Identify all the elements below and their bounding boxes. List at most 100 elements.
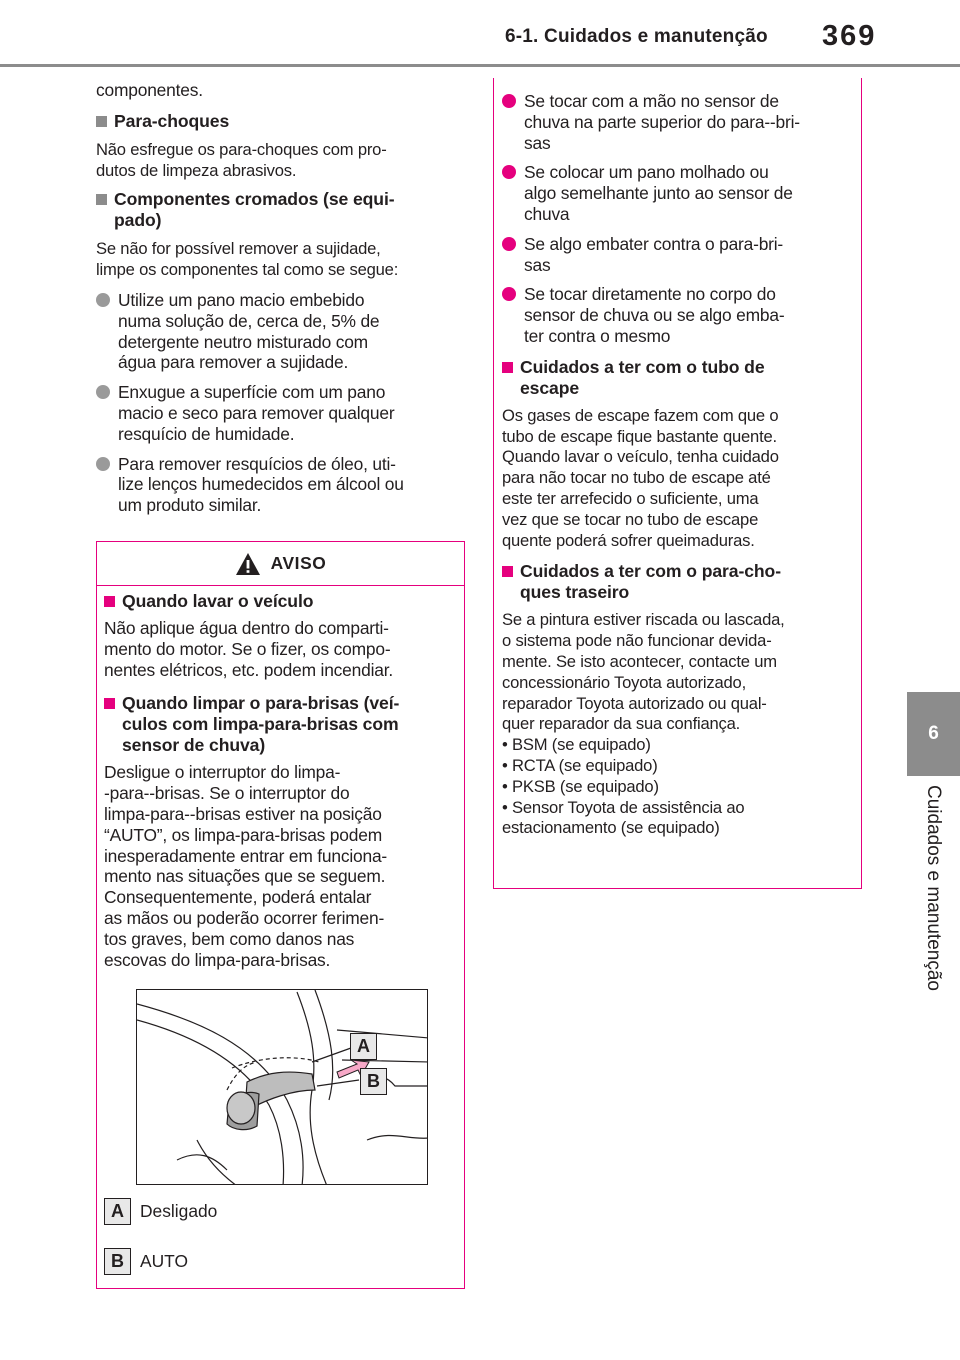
heading-line: Componentes cromados (se equi- — [114, 189, 395, 210]
text-line: “AUTO”, os limpa-para-brisas podem — [104, 824, 382, 845]
washing-heading: Quando lavar o veículo — [104, 591, 454, 612]
text-line: escovas do limpa-para-brisas. — [104, 949, 331, 970]
circle-bullet-icon — [502, 236, 516, 251]
wiper-switch-illustration: A B — [136, 989, 428, 1185]
chrome-heading: Componentes cromados (se equi- pado) — [96, 189, 468, 231]
text-line: tubo de escape fique bastante quente. — [502, 426, 777, 446]
text-line: Se tocar com a mão no sensor de — [524, 91, 779, 111]
square-bullet-icon — [104, 698, 115, 710]
text-line: resquício de humidade. — [118, 423, 295, 444]
intro-text: componentes. — [96, 80, 203, 100]
exhaust-text: Os gases de escape fazem com que o tubo … — [502, 406, 853, 552]
legend-key-a: A — [104, 1198, 131, 1225]
list-item-text: Se tocar diretamente no corpo do sensor … — [524, 284, 785, 346]
circle-bullet-icon — [502, 94, 516, 108]
text-line: chuva na parte superior do para--bri- — [524, 111, 800, 132]
list-item-text: Utilize um pano macio embebido numa solu… — [118, 289, 380, 373]
text-line: um produto similar. — [118, 495, 262, 516]
text-line: algo semelhante junto ao sensor de — [524, 183, 793, 204]
text-line: Não esfregue os para-choques com pro- — [96, 139, 387, 159]
circle-bullet-icon — [502, 165, 516, 180]
text-line: • BSM (se equipado) — [502, 735, 651, 755]
callout-a: A — [350, 1033, 377, 1060]
text-line: numa solução de, cerca de, 5% de — [118, 310, 380, 331]
bumpers-heading-text: Para-choques — [114, 110, 230, 131]
text-line: mente. Se isto acontecer, contacte um — [502, 651, 777, 671]
warning-triangle-icon — [235, 552, 260, 575]
bumpers-text: Não esfregue os para-choques com pro- du… — [96, 140, 468, 182]
exhaust-heading-text: Cuidados a ter com o tubo de escape — [520, 357, 765, 399]
heading-line: pado) — [114, 210, 162, 231]
legend-item-a: A Desligado — [104, 1198, 217, 1225]
warning-title: AVISO — [270, 553, 327, 573]
text-line: limpa-para--brisas estiver na posição — [104, 803, 382, 824]
list-item-text: Para remover resquícios de óleo, uti- li… — [118, 454, 404, 516]
circle-bullet-icon — [96, 292, 110, 307]
heading-line: ques traseiro — [520, 582, 630, 603]
list-item: Se colocar um pano molhado ou algo semel… — [502, 162, 853, 224]
text-line: Para remover resquícios de óleo, uti- — [118, 453, 396, 474]
text-line: vez que se tocar no tubo de escape — [502, 509, 759, 529]
text-line: nentes elétricos, etc. podem incendiar. — [104, 659, 393, 680]
square-bullet-icon — [104, 596, 115, 607]
legend: A Desligado B AUTO — [104, 1198, 217, 1275]
list-item: Se tocar diretamente no corpo do sensor … — [502, 284, 853, 346]
text-line: detergente neutro misturado com — [118, 331, 368, 352]
legend-item-b: B AUTO — [104, 1248, 217, 1275]
text-line: Os gases de escape fazem com que o — [502, 405, 779, 425]
text-line: Desligue o interruptor do limpa- — [104, 762, 341, 783]
circle-bullet-icon — [502, 287, 516, 302]
header-rule — [0, 64, 960, 67]
warning-box: AVISO Quando lavar o veículo Não aplique… — [96, 541, 465, 1289]
text-line: quer reparador da sua confiança. — [502, 714, 741, 734]
text-line: sas — [524, 254, 551, 275]
bumpers-heading: Para-choques — [96, 111, 468, 132]
text-line: Se colocar um pano molhado ou — [524, 162, 769, 183]
text-line: Não aplique água dentro do comparti- — [104, 618, 389, 638]
chrome-text: Se não for possível remover a sujidade, … — [96, 239, 468, 281]
text-line: Enxugue a superfície com um pano — [118, 382, 386, 403]
text-line: Se a pintura estiver riscada ou lascada, — [502, 610, 785, 630]
list-item: Para remover resquícios de óleo, uti- li… — [96, 454, 468, 516]
text-line: mento do motor. Se o fizer, os compo- — [104, 638, 391, 659]
text-line: as mãos ou poderão ocorrer ferimen- — [104, 907, 385, 928]
chapter-tab: 6 — [907, 692, 960, 776]
square-bullet-icon — [96, 194, 107, 206]
text-line: dutos de limpeza abrasivos. — [96, 160, 297, 180]
chapter-label-text: Cuidados e manutenção — [923, 785, 944, 991]
heading-line: Cuidados a ter com o para-cho- — [520, 561, 781, 582]
chapter-label: Cuidados e manutenção — [912, 785, 954, 1035]
square-bullet-icon — [96, 115, 107, 127]
list-item-text: Se algo embater contra o para-bri- sas — [524, 234, 783, 276]
text-line: • Sensor Toyota de assistência ao — [502, 797, 745, 817]
text-line: Se algo embater contra o para-bri- — [524, 233, 784, 254]
text-line: Utilize um pano macio embebido — [118, 289, 365, 310]
warning-body: Quando lavar o veículo Não aplique água … — [97, 591, 464, 970]
list-item: Se algo embater contra o para-bri- sas — [502, 234, 853, 276]
text-line: sas — [524, 132, 551, 153]
list-item-text: Enxugue a superfície com um pano macio e… — [118, 382, 395, 444]
washing-heading-text: Quando lavar o veículo — [122, 591, 314, 611]
text-line: • PKSB (se equipado) — [502, 776, 659, 796]
list-item: Utilize um pano macio embebido numa solu… — [96, 290, 468, 373]
legend-key-b: B — [104, 1248, 131, 1275]
text-line: • RCTA (se equipado) — [502, 755, 658, 775]
square-bullet-icon — [502, 361, 513, 373]
text-line: chuva — [524, 203, 570, 224]
heading-line: escape — [520, 377, 580, 398]
heading-line: culos com limpa-para-brisas com — [122, 714, 399, 735]
list-item-text: Se tocar com a mão no sensor de chuva na… — [524, 91, 800, 153]
windshield-text: Desligue o interruptor do limpa- -para--… — [104, 762, 454, 970]
washing-text: Não aplique água dentro do comparti- men… — [104, 618, 454, 680]
text-line: concessionário Toyota autorizado, — [502, 672, 746, 692]
heading-line: sensor de chuva) — [122, 735, 266, 756]
heading-line: Quando limpar o para-brisas (veí- — [122, 693, 400, 714]
list-item: Se tocar com a mão no sensor de chuva na… — [502, 91, 853, 153]
wiper-switch-drawing — [137, 990, 427, 1184]
text-line: macio e seco para remover qualquer — [118, 402, 395, 423]
warning-header: AVISO — [97, 542, 464, 586]
list-item: Enxugue a superfície com um pano macio e… — [96, 382, 468, 444]
text-line: água para remover a sujidade. — [118, 352, 349, 373]
text-line: tos graves, bem como danos nas — [104, 928, 355, 949]
legend-text-a: Desligado — [140, 1201, 218, 1221]
